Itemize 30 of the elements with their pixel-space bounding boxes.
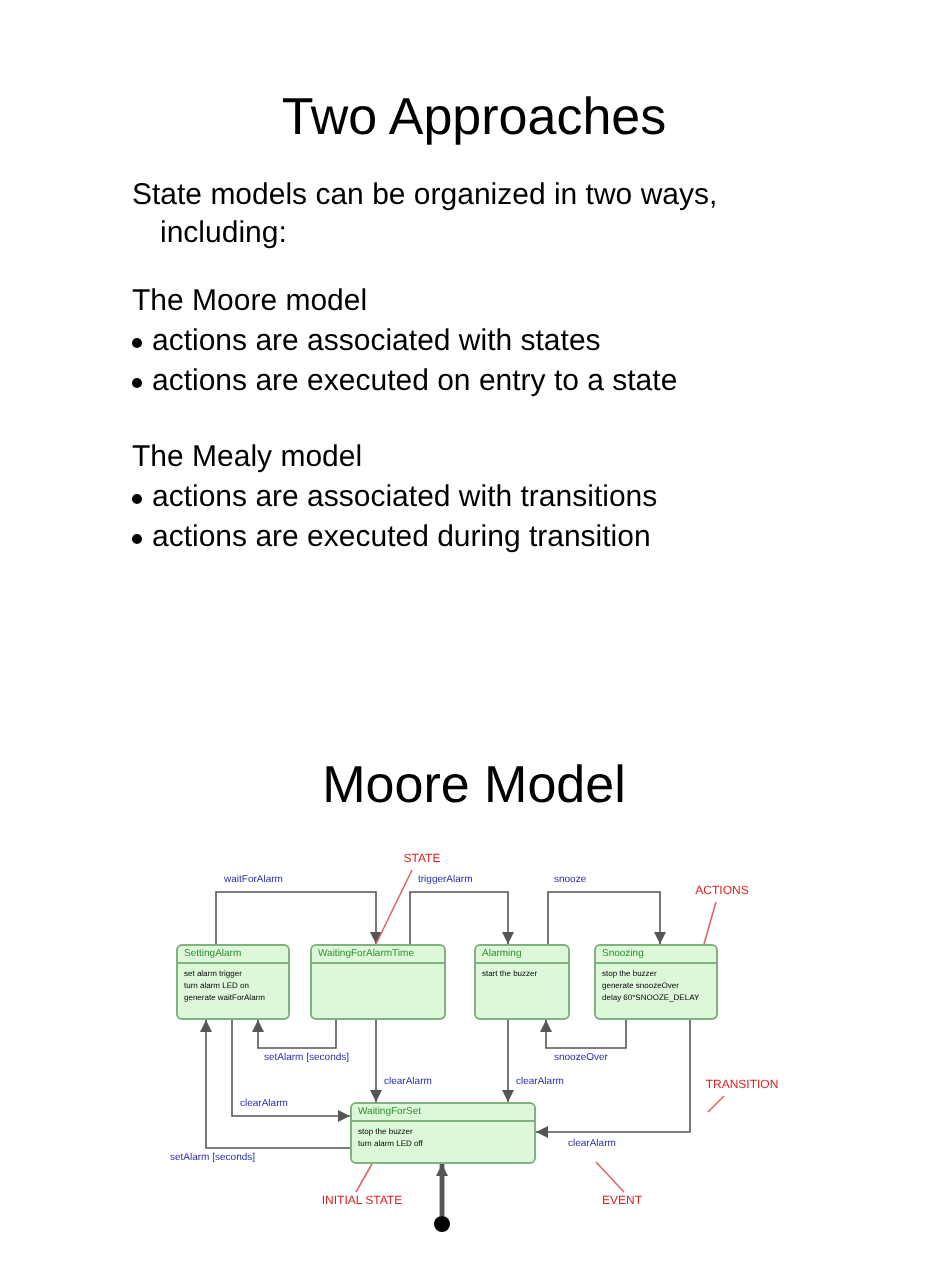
transition-arrow [252,1019,337,1049]
state-box [310,944,446,1020]
subheading: The Mealy model [132,438,365,476]
state-box [474,944,570,1020]
state-box [350,1102,536,1164]
transition-arrow [436,1164,448,1216]
subheading: The Moore model [132,282,370,320]
slide-title: Moore Model [320,752,628,816]
transition-arrow [200,1019,351,1149]
transition-arrow [502,1019,514,1103]
bullet-point: actions are associated with states [152,322,601,360]
transition-arrow [540,1019,627,1049]
transition-arrow [409,891,514,945]
leader-line [595,1161,625,1193]
paragraph: State models can be organized in two ways, including: [132,176,720,252]
bullet-point: actions are executed during transition [152,518,651,556]
leader-line [355,1163,373,1193]
transition-arrow [215,891,382,945]
transition-arrow [231,1019,351,1122]
state-box [176,944,290,1020]
bullet-point: actions are associated with transitions [152,478,658,516]
leader-line [375,869,413,945]
leader-line [703,901,717,945]
transition-arrow [547,891,666,945]
transition-arrow [370,1019,382,1103]
state-box [594,944,718,1020]
slide-title: Two Approaches [279,84,669,148]
bullet-point: actions are executed on entry to a state [152,362,678,400]
leader-line [707,1095,725,1113]
transition-arrow [535,1019,691,1138]
